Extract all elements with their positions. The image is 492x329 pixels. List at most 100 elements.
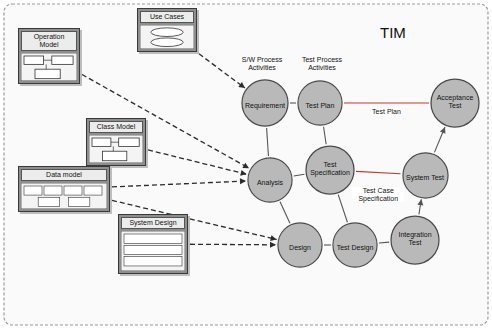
column-header: S/W Process Activities [235, 56, 289, 71]
dashed-connector [148, 150, 247, 174]
connector [338, 195, 347, 223]
connector [290, 102, 296, 103]
thumbnail-illustration [140, 25, 194, 49]
thumbnail-sketch [124, 234, 182, 243]
circle-shape [391, 216, 439, 264]
circle-shape [298, 81, 342, 125]
circle-shape [248, 158, 292, 202]
circle-shape [333, 223, 377, 267]
circle-texts: Test Specification [309, 161, 351, 179]
thumbnail-sketch [44, 186, 62, 195]
dashed-connector [199, 54, 245, 88]
thumbnail-sketch [21, 53, 77, 81]
circle-texts: Requirement [245, 94, 285, 112]
connector [434, 127, 445, 152]
connector [267, 128, 269, 156]
thumbnail-sketch [64, 186, 82, 195]
connector [344, 102, 429, 103]
thumbnail-sketch [121, 231, 185, 271]
circle-texts: Integration Test [394, 231, 436, 249]
thumbnail-sketch [46, 64, 47, 69]
thumbnail-sketch [151, 28, 183, 37]
thumbnail-sketch [103, 151, 127, 161]
model-thumbnail: Class Model [86, 118, 146, 166]
thumbnail-sketch [124, 245, 182, 254]
thumbnail-title: Data model [21, 169, 107, 181]
arrow-head [238, 82, 245, 88]
activity-name: Acceptance Test [434, 94, 476, 109]
circle-shape [306, 146, 354, 194]
circle-texts: Test Plan [306, 94, 335, 112]
arrow-head [417, 199, 423, 205]
thumbnail-sketch [111, 142, 119, 143]
activity-name: Design [289, 244, 311, 252]
arrow-head [242, 163, 249, 169]
column-header: Test Process Activities [295, 56, 349, 71]
activity-circle: Test Specification [305, 145, 355, 195]
thumbnail-sketch [24, 186, 42, 195]
thumbnail-sketch [24, 56, 44, 64]
circle-texts: System Test [406, 166, 444, 184]
thumbnail-sketch [89, 135, 143, 163]
activity-circle: Integration Test [390, 215, 440, 265]
thumbnail-illustration [121, 231, 185, 271]
thumbnail-title: System Design [121, 217, 185, 229]
arrow-head [270, 235, 277, 241]
activity-circle: Analysis [247, 157, 293, 203]
thumbnail-sketch [84, 186, 102, 195]
arrow-head [270, 242, 276, 248]
activity-circle: Design [277, 222, 323, 268]
thumbnail-sketch [44, 60, 52, 61]
edge-label: Test Plan [371, 108, 402, 116]
circle-texts: Acceptance Test [434, 94, 476, 112]
frame-border [4, 4, 488, 325]
thumbnail-sketch [35, 69, 60, 78]
model-thumbnail: System Design [118, 214, 188, 274]
connector [379, 242, 389, 244]
activity-circle: System Test [402, 152, 449, 199]
connector [294, 174, 305, 176]
connector [324, 127, 327, 145]
circle-shape [402, 152, 447, 197]
thumbnail-sketch [151, 38, 183, 47]
thumbnail-illustration [21, 183, 107, 209]
activity-circle: Acceptance Test [430, 78, 480, 128]
thumbnail-illustration [21, 53, 77, 81]
model-thumbnail: Operation Model [18, 28, 80, 84]
arrow-head [240, 178, 246, 184]
model-thumbnail: Use Cases [137, 8, 197, 52]
activity-name: Integration Test [394, 231, 436, 246]
circle-shape [431, 79, 479, 127]
activity-circle: Requirement [241, 79, 289, 127]
connector [324, 244, 331, 245]
thumbnail-title: Operation Model [21, 31, 77, 51]
thumbnail-title: Use Cases [140, 11, 194, 23]
dashed-connector [112, 181, 246, 187]
circle-shape [242, 80, 288, 126]
diagram-title: TIM [380, 24, 406, 41]
arrow-head [440, 127, 446, 134]
activity-circle: Test Plan [297, 80, 343, 126]
thumbnail-sketch [92, 138, 111, 146]
activity-circle: Test Design [332, 222, 378, 268]
thumbnail-sketch [52, 56, 73, 64]
edge-label: Test Case Specification [352, 187, 404, 202]
thumbnail-sketch [140, 25, 194, 49]
circle-texts: Analysis [257, 171, 283, 189]
connector [280, 202, 290, 223]
activity-name: Analysis [257, 179, 283, 187]
thumbnail-sketch [124, 257, 182, 266]
thumbnail-illustration [89, 135, 143, 163]
activity-name: Test Specification [309, 161, 351, 176]
activity-name: Test Plan [306, 102, 335, 110]
activity-name: Test Design [337, 244, 374, 252]
activity-name: Requirement [245, 102, 285, 110]
thumbnail-sketch [119, 138, 140, 146]
thumbnail-title: Class Model [89, 121, 143, 133]
circle-texts: Test Design [337, 236, 374, 254]
dashed-connector [190, 244, 276, 246]
model-thumbnail: Data model [18, 166, 110, 212]
connector [356, 171, 401, 173]
thumbnail-sketch [21, 183, 107, 209]
